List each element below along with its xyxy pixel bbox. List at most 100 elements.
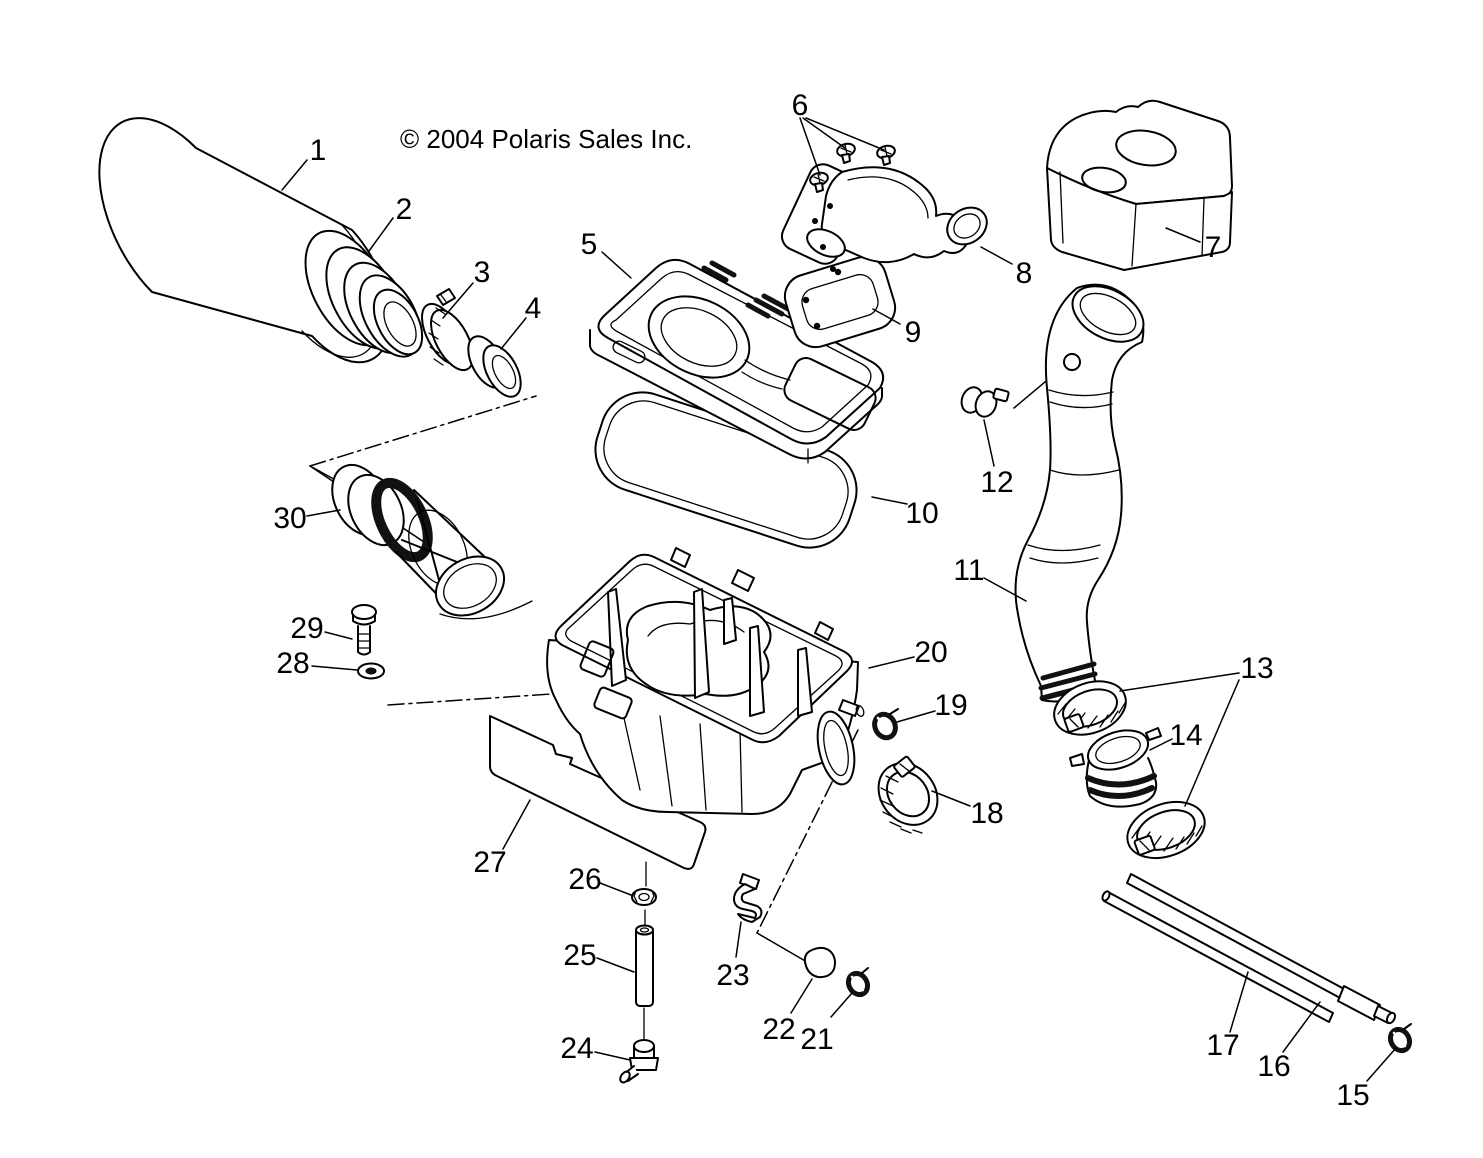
part-13-hose-clamp-upper	[1053, 680, 1127, 736]
callout-10: 10	[905, 497, 938, 530]
leader-line-28	[311, 665, 358, 671]
leader-line-6	[802, 117, 846, 149]
callout-26: 26	[568, 863, 601, 896]
leader-layer	[281, 117, 1397, 1082]
callout-24: 24	[560, 1032, 593, 1065]
callout-7: 7	[1205, 231, 1222, 264]
part-18-hose-clamp	[877, 755, 939, 834]
leader-line-29	[324, 631, 353, 640]
part-26-nut	[631, 861, 657, 1041]
part-22-cap	[803, 946, 836, 979]
part-21-clamp	[845, 967, 871, 998]
leader-line-12	[983, 419, 995, 467]
leader-line-6	[799, 117, 821, 176]
callout-16: 16	[1257, 1050, 1290, 1083]
callout-11: 11	[953, 554, 984, 587]
callout-20: 20	[914, 636, 947, 669]
leader-line-5	[601, 251, 632, 279]
leader-line-11	[983, 577, 1027, 602]
leader-line-26	[599, 882, 632, 896]
part-5-airbox-cover	[589, 258, 885, 464]
leader-line-1	[281, 159, 308, 191]
part-24-drain-fitting	[619, 1039, 659, 1084]
callout-29: 29	[290, 612, 323, 645]
leader-line-22	[790, 978, 813, 1014]
callout-19: 19	[934, 689, 967, 722]
leader-line-6	[805, 117, 885, 151]
callout-8: 8	[1016, 257, 1033, 290]
part-20-airbox-base	[546, 547, 865, 815]
callout-25: 25	[563, 939, 596, 972]
part-23-clip	[733, 873, 763, 923]
callout-15: 15	[1336, 1079, 1369, 1112]
leader-line-3	[442, 282, 474, 319]
screw-icon	[876, 144, 896, 166]
leader-line-20	[868, 656, 915, 669]
part-6-screws	[809, 142, 896, 193]
callout-23: 23	[716, 959, 749, 992]
part-29-bolt	[351, 604, 377, 656]
callout-28: 28	[276, 647, 309, 680]
part-17-drain-tube	[1101, 890, 1334, 1023]
copyright-text: © 2004 Polaris Sales Inc.	[400, 124, 692, 154]
part-28-washer	[357, 662, 385, 680]
part-8-intake-duct	[780, 163, 988, 272]
callout-1: 1	[310, 134, 327, 167]
callout-3: 3	[474, 256, 491, 289]
leader-line-25	[596, 957, 635, 973]
leader-line-10	[871, 496, 908, 505]
part-2-filter-element	[304, 229, 424, 358]
callout-6: 6	[792, 89, 809, 122]
screw-icon	[809, 171, 829, 193]
part-27-pad	[489, 715, 707, 870]
part-7-foam-block	[1046, 99, 1233, 271]
leader-line-27	[502, 799, 531, 850]
callout-30: 30	[273, 502, 306, 535]
leader-line-23	[735, 921, 742, 958]
leader-line-30	[306, 509, 341, 517]
callout-4: 4	[525, 292, 542, 325]
callout-12: 12	[980, 466, 1013, 499]
callout-14: 14	[1169, 719, 1202, 752]
leader-line-14	[1149, 738, 1173, 751]
leader-line-17	[1229, 971, 1249, 1033]
part-19-clamp	[872, 708, 899, 741]
part-16-drain-tube	[1126, 873, 1397, 1025]
leader-line-19	[896, 710, 936, 723]
leader-line-7	[1165, 227, 1201, 243]
centerline	[309, 395, 537, 467]
callout-layer: 1234567891011121314151617181920212223242…	[273, 89, 1369, 1112]
part-3-hose-clamp	[421, 288, 474, 372]
callout-18: 18	[970, 797, 1003, 830]
leader-line-21	[830, 992, 853, 1018]
part-25-drain-tube	[635, 924, 654, 1007]
callout-2: 2	[396, 193, 413, 226]
part-15-clamp	[1387, 1023, 1413, 1054]
callout-5: 5	[581, 228, 598, 261]
part-11-intake-tube	[1014, 283, 1145, 703]
leader-line-15	[1366, 1047, 1397, 1082]
leader-line-8	[980, 246, 1013, 265]
part-9-adapter-plate	[783, 255, 897, 349]
leader-line-9	[872, 308, 901, 325]
callout-22: 22	[762, 1013, 795, 1046]
callout-17: 17	[1206, 1029, 1239, 1062]
callout-9: 9	[905, 316, 922, 349]
part-14-adapter-boot	[1069, 727, 1162, 808]
leader-line-2	[368, 217, 394, 252]
screw-icon	[836, 142, 856, 164]
part-30-intake-boot	[331, 463, 533, 620]
leader-line-16	[1282, 1001, 1321, 1053]
callout-27: 27	[473, 846, 506, 879]
leader-line-24	[594, 1051, 631, 1061]
leader-line-4	[500, 317, 527, 350]
leader-line-13	[1119, 672, 1240, 692]
part-12-clamp	[960, 386, 1010, 418]
part-4-spacer-ring	[467, 335, 522, 398]
callout-21: 21	[800, 1023, 833, 1056]
leader-line-18	[931, 790, 971, 807]
part-13-hose-clamp-lower	[1126, 800, 1206, 860]
leader-line-13	[1184, 679, 1240, 807]
